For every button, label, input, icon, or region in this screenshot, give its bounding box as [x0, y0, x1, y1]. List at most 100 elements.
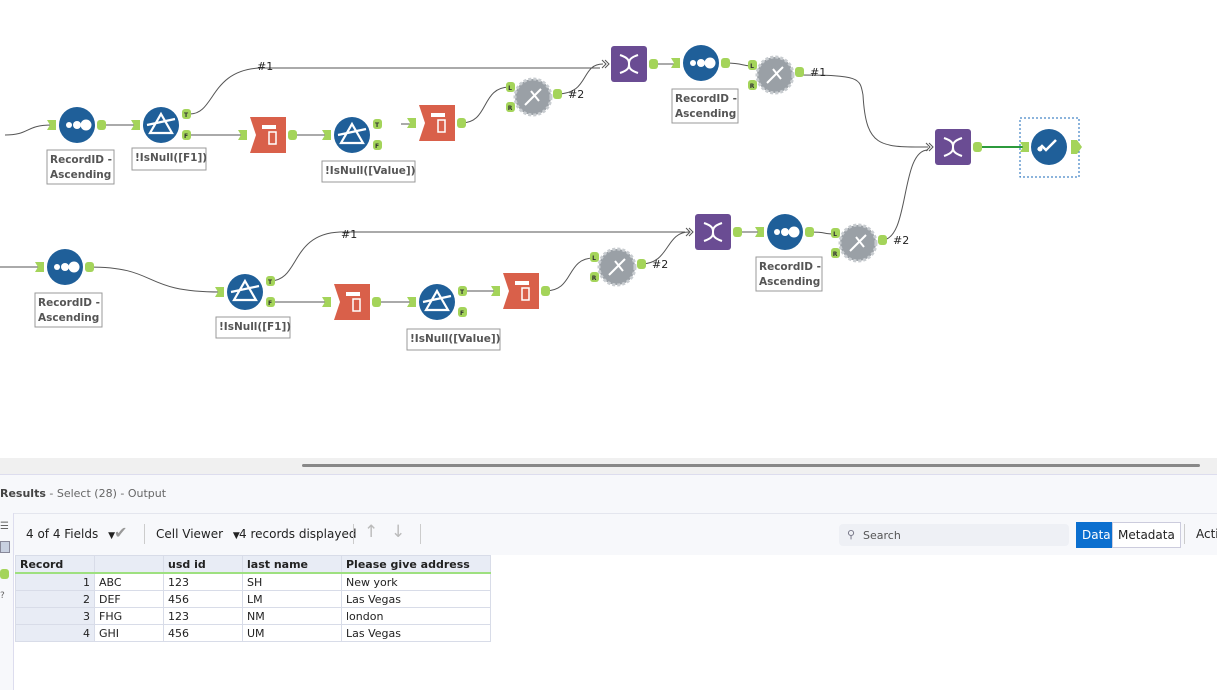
sort-tool[interactable]: [683, 45, 719, 81]
left-anchor[interactable]: L: [590, 252, 599, 262]
table-cell[interactable]: 4: [15, 624, 95, 642]
anchor[interactable]: [649, 59, 658, 69]
left-anchor[interactable]: L: [506, 82, 515, 92]
input-anchor[interactable]: [491, 286, 500, 296]
table-cell[interactable]: NM: [242, 607, 342, 625]
join-tool[interactable]: [755, 55, 795, 95]
true-anchor[interactable]: T: [458, 286, 467, 296]
input-anchor[interactable]: [671, 58, 680, 68]
column-header[interactable]: last name: [242, 555, 342, 574]
anchor[interactable]: [733, 227, 742, 237]
column-header[interactable]: usd id: [163, 555, 243, 574]
column-header[interactable]: Record: [15, 555, 95, 574]
input-anchor[interactable]: [215, 287, 224, 297]
column-header[interactable]: Please give address: [341, 555, 491, 574]
cell-viewer-dropdown[interactable]: Cell Viewer ▼: [156, 527, 240, 541]
search-input[interactable]: ⚲Search: [839, 524, 1069, 546]
input-anchor[interactable]: [322, 130, 331, 140]
input-anchor[interactable]: [35, 262, 44, 272]
table-cell[interactable]: 123: [163, 572, 243, 591]
join-tool[interactable]: [597, 247, 637, 287]
transpose-tool[interactable]: [419, 105, 455, 141]
table-cell[interactable]: 3: [15, 607, 95, 625]
right-anchor[interactable]: R: [506, 102, 515, 112]
arrow-up-icon[interactable]: ↑: [364, 522, 379, 542]
anchor[interactable]: [553, 89, 562, 99]
menu-icon[interactable]: ☰: [0, 521, 9, 532]
anchor[interactable]: [372, 297, 381, 307]
anchor[interactable]: [973, 142, 982, 152]
select-tool[interactable]: [1031, 129, 1067, 165]
table-cell[interactable]: Las Vegas: [341, 590, 491, 608]
anchor[interactable]: [637, 259, 646, 269]
true-anchor[interactable]: T: [266, 276, 275, 286]
table-cell[interactable]: DEF: [94, 590, 164, 608]
output-anchor-icon[interactable]: [0, 569, 9, 579]
right-anchor[interactable]: R: [831, 248, 840, 258]
table-cell[interactable]: ABC: [94, 572, 164, 591]
true-anchor[interactable]: T: [182, 109, 191, 119]
false-anchor[interactable]: F: [182, 130, 191, 140]
filter-tool[interactable]: [334, 117, 370, 153]
input-anchor[interactable]: [131, 120, 140, 130]
table-cell[interactable]: 2: [15, 590, 95, 608]
crosstab-tool[interactable]: [250, 117, 286, 153]
canvas-horizontal-scrollbar[interactable]: [0, 458, 1217, 474]
filter-tool[interactable]: [143, 107, 179, 143]
table-cell[interactable]: london: [341, 607, 491, 625]
input-anchor[interactable]: [238, 130, 247, 140]
table-cell[interactable]: 123: [163, 607, 243, 625]
tab-metadata[interactable]: Metadata: [1112, 522, 1181, 548]
anchor[interactable]: [795, 67, 804, 77]
anchor[interactable]: [85, 262, 94, 272]
filter-tool[interactable]: [227, 274, 263, 310]
input-anchor[interactable]: [407, 118, 416, 128]
fields-selector[interactable]: 4 of 4 Fields ▼: [26, 527, 115, 541]
table-cell[interactable]: SH: [242, 572, 342, 591]
join-tool[interactable]: [838, 223, 878, 263]
table-cell[interactable]: LM: [242, 590, 342, 608]
input-anchor[interactable]: [407, 297, 416, 307]
anchor[interactable]: [457, 118, 466, 128]
union-tool[interactable]: [935, 129, 971, 165]
anchor[interactable]: [97, 120, 106, 130]
output-anchor[interactable]: [1071, 140, 1082, 154]
column-header[interactable]: [94, 555, 164, 574]
tab-data[interactable]: Data: [1076, 522, 1117, 548]
input-anchor[interactable]: [322, 297, 331, 307]
anchor[interactable]: [805, 227, 814, 237]
table-cell[interactable]: 1: [15, 572, 95, 591]
anchor[interactable]: [878, 235, 887, 245]
transpose-tool[interactable]: [503, 273, 539, 309]
left-anchor[interactable]: L: [748, 60, 757, 70]
sort-tool[interactable]: [767, 214, 803, 250]
union-tool[interactable]: [611, 46, 647, 82]
true-anchor[interactable]: T: [373, 119, 382, 129]
right-anchor[interactable]: R: [590, 272, 599, 282]
union-tool[interactable]: [695, 214, 731, 250]
scrollbar-thumb[interactable]: [302, 464, 1200, 467]
input-anchor[interactable]: [755, 227, 764, 237]
left-anchor[interactable]: L: [831, 228, 840, 238]
join-tool[interactable]: [513, 77, 553, 117]
actions-button[interactable]: Acti: [1196, 527, 1217, 541]
crosstab-tool[interactable]: [334, 284, 370, 320]
anchor[interactable]: [288, 130, 297, 140]
right-anchor[interactable]: R: [748, 80, 757, 90]
anchor[interactable]: [541, 286, 550, 296]
table-cell[interactable]: FHG: [94, 607, 164, 625]
false-anchor[interactable]: F: [266, 297, 275, 307]
table-cell[interactable]: Las Vegas: [341, 624, 491, 642]
filter-tool[interactable]: [419, 284, 455, 320]
help-icon[interactable]: ?: [0, 591, 5, 601]
table-icon[interactable]: [0, 541, 10, 553]
table-cell[interactable]: 456: [163, 590, 243, 608]
input-anchor[interactable]: [47, 120, 56, 130]
table-cell[interactable]: 456: [163, 624, 243, 642]
table-cell[interactable]: UM: [242, 624, 342, 642]
